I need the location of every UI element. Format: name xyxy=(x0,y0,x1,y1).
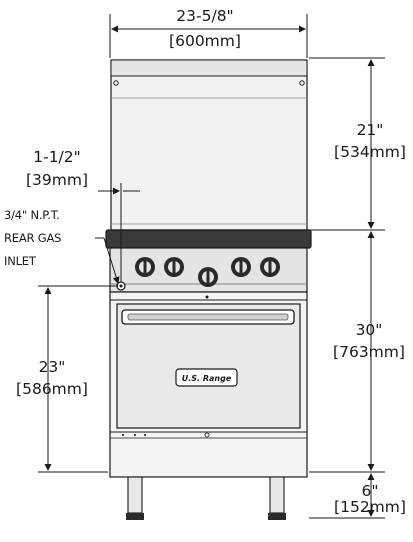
width-metric-label: [600mm] xyxy=(169,32,241,50)
burner-knob-icon xyxy=(164,257,184,277)
gas-inlet-line1: 3/4" N.P.T. xyxy=(4,208,60,222)
leg-height-metric-label: [152mm] xyxy=(334,498,406,516)
burner-knob-icon xyxy=(135,257,155,277)
inlet-height-metric-label: [586mm] xyxy=(16,380,88,398)
backsplash-metric-label: [534mm] xyxy=(334,143,406,161)
offset-metric-label: [39mm] xyxy=(25,171,89,189)
width-imperial-label: 23-5/8" xyxy=(176,7,234,25)
offset-imperial-label: 1-1/2" xyxy=(33,148,81,166)
burner-knob-icon xyxy=(260,257,280,277)
cooktop-panel xyxy=(105,229,312,293)
oven-door xyxy=(116,303,301,429)
dimension-lines xyxy=(38,14,385,519)
oven-knob-icon xyxy=(198,267,218,287)
screw-icon xyxy=(113,80,119,86)
body-height-imperial-label: 30" xyxy=(355,321,383,339)
backsplash xyxy=(110,59,308,231)
body-height-metric-label: [763mm] xyxy=(333,343,405,361)
svg-text:U.S. Range: U.S. Range xyxy=(182,374,232,383)
gas-inlet-line3: INLET xyxy=(4,254,36,268)
backsplash-imperial-label: 21" xyxy=(356,121,384,139)
inlet-height-imperial-label: 23" xyxy=(38,358,66,376)
screw-icon xyxy=(299,80,305,86)
legs xyxy=(126,476,286,520)
oven-body: U.S. Range xyxy=(109,291,308,478)
gas-inlet-line2: REAR GAS xyxy=(4,231,62,245)
leg-height-imperial-label: 6" xyxy=(361,482,379,500)
brand-logo xyxy=(175,368,238,387)
burner-knob-icon xyxy=(231,257,251,277)
